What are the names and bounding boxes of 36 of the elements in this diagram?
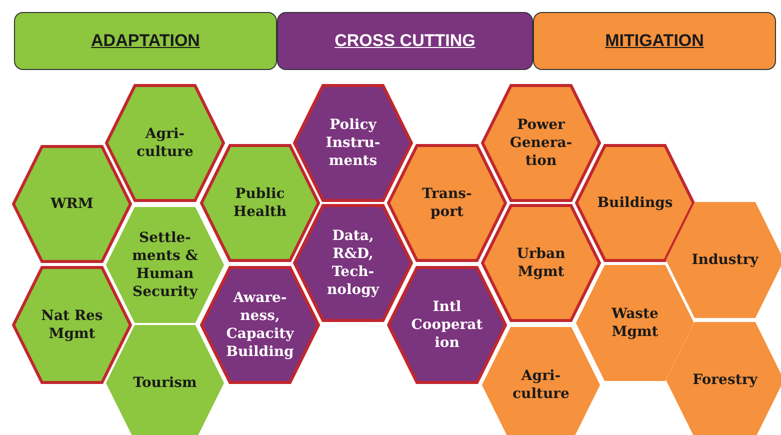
hexagon: [12, 145, 132, 263]
hexagon-label: Intl Cooperat ion: [410, 298, 484, 352]
hexagon-label: Forestry: [692, 371, 759, 389]
hexagon-label: Industry: [690, 251, 760, 269]
hexagon-label: Agri- culture: [136, 125, 194, 161]
hexagon: [200, 144, 320, 262]
hexagon-label: Settle- ments & Human Security: [131, 229, 199, 301]
hexagon-label: Aware- ness, Capacity Building: [225, 289, 296, 361]
hexagon-label: WRM: [50, 195, 94, 213]
hexagon-label: Urban Mgmt: [516, 245, 566, 281]
hexagon-label: Data, R&D, Tech- nology: [326, 227, 380, 299]
hexagon-label: Tourism: [132, 374, 198, 392]
hexagon-label: Policy Instru- ments: [324, 116, 382, 170]
hexagon: [387, 144, 507, 262]
hexagon: [665, 321, 781, 435]
hexagon: [293, 204, 413, 322]
section-header: [14, 12, 277, 70]
header-label: CROSS CUTTING: [334, 31, 476, 51]
hexagon-label: Power Genera- tion: [508, 116, 574, 170]
hexagon: [481, 326, 601, 435]
hexagon: [105, 84, 225, 202]
section-header: [533, 12, 776, 70]
header-label: ADAPTATION: [91, 31, 200, 51]
hexagon: [12, 266, 132, 384]
header-label: MITIGATION: [605, 31, 704, 51]
hexagon-label: Agri- culture: [512, 367, 570, 403]
hexagon-label: Waste Mgmt: [610, 305, 660, 341]
hexagon: [105, 324, 225, 435]
hexagon-label: Nat Res Mgmt: [40, 307, 104, 343]
hexagon-label: Buildings: [596, 194, 674, 212]
hexagon: [293, 84, 413, 202]
hexagon: [387, 266, 507, 384]
hexagon-label: Public Health: [232, 185, 288, 221]
hexagon: [200, 266, 320, 384]
hexagon-label: Trans- port: [421, 185, 473, 221]
section-header: [277, 12, 533, 70]
